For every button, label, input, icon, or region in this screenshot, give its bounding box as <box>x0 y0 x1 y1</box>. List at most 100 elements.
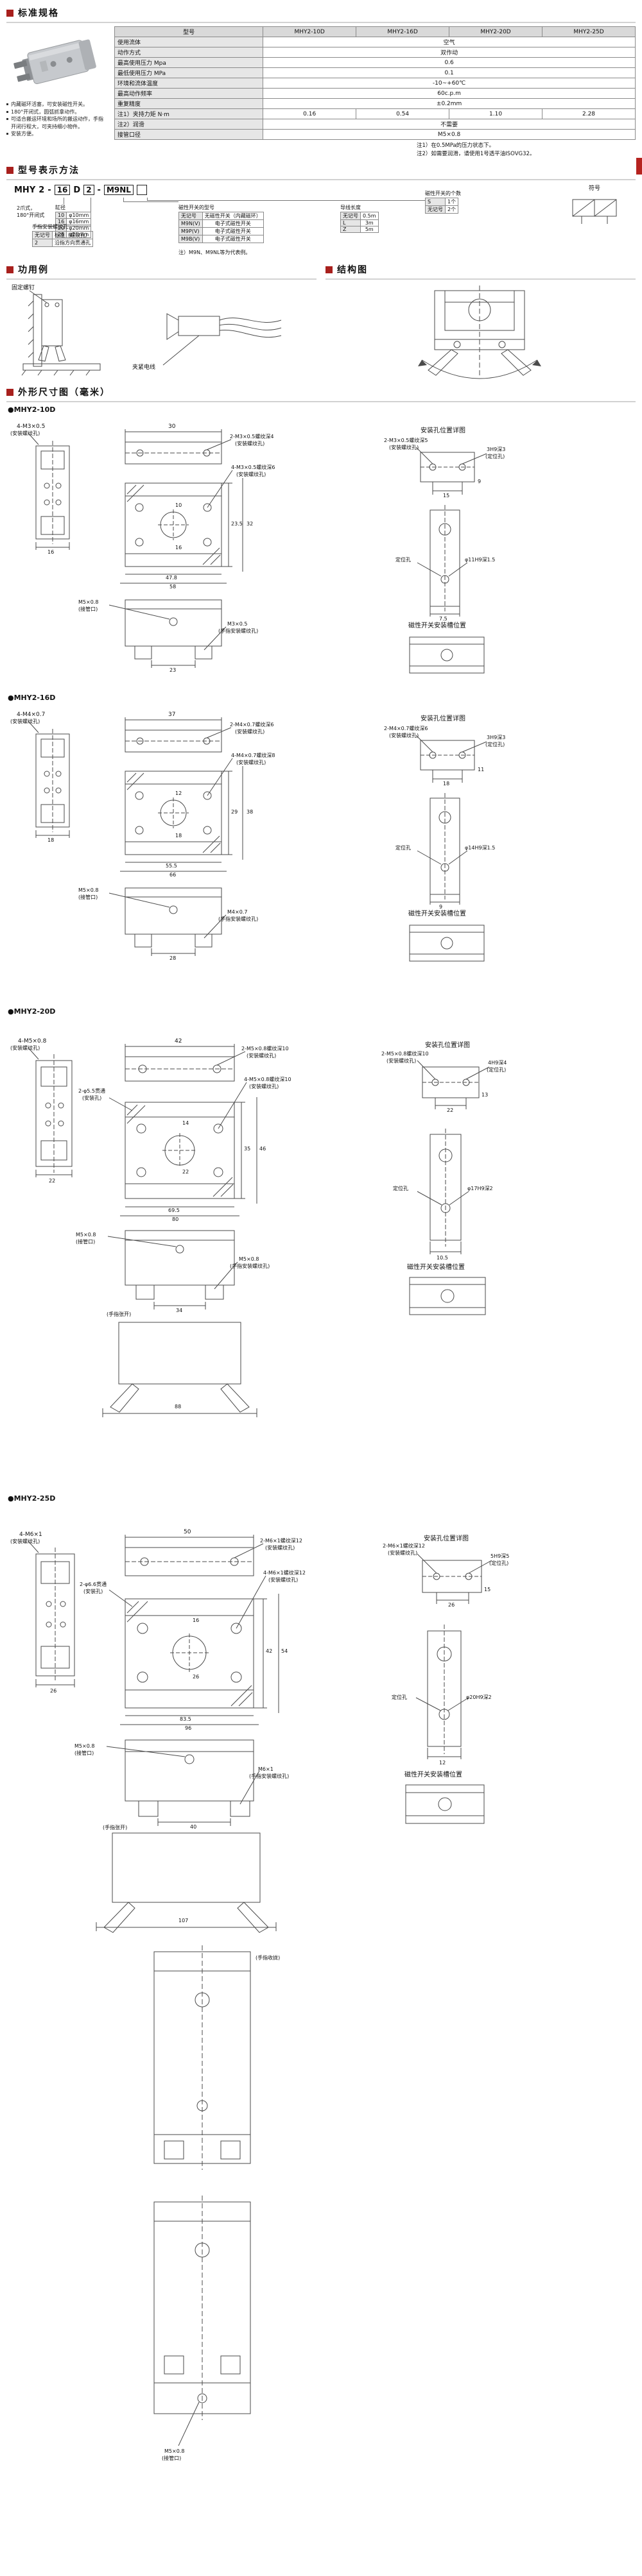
series-type-line-1: 2爪式， <box>17 205 36 212</box>
column-header: MHY2-10D <box>263 26 357 37</box>
dim-label: (安装螺纹孔) <box>235 729 265 735</box>
dim-label: 18 <box>443 781 450 787</box>
row-label: Z <box>340 226 361 234</box>
dim-label: (安装螺纹孔) <box>386 1058 417 1064</box>
code-finger-box: 2 <box>83 185 94 196</box>
dim-label: 28 <box>169 955 177 962</box>
cell: 沿指方向贯通孔 <box>52 239 93 248</box>
cell: φ10mm <box>66 212 92 219</box>
row-label: 最高动作频率 <box>114 88 264 99</box>
cell: 0.5m <box>360 212 379 221</box>
dim-label: 32 <box>247 521 254 527</box>
cell: 电子式磁性开关 <box>202 219 264 228</box>
dim-label: 26 <box>50 1688 57 1694</box>
dim-label: 22 <box>447 1107 454 1114</box>
bore-table-title: 缸径 <box>55 205 65 211</box>
dim-label: (安装螺纹孔) <box>10 1045 40 1052</box>
dim-model-title: ●MHY2-10D <box>8 405 56 414</box>
row-label: M9B(V) <box>178 235 203 244</box>
dim-label: (定位孔) <box>485 742 505 748</box>
section-dimensions: 外形尺寸图（毫米） ●MHY2-10D <box>6 384 636 2576</box>
row-label: 使用流体 <box>114 37 264 47</box>
dim-label: (手指安装螺纹孔) <box>230 1263 270 1270</box>
section-header-model: 型号表示方法 <box>6 162 636 181</box>
callout-line <box>123 201 178 203</box>
dim-label: (接管口) <box>162 2455 182 2462</box>
dim-label: 2-M3×0.5螺纹深5 <box>384 438 428 444</box>
dim-label: 2-φ6.6贯通 <box>80 1582 107 1588</box>
dimension-drawing-mhy2-10d <box>28 429 487 674</box>
section-specs: 标准规格 内藏 <box>6 5 636 158</box>
dim-block-mhy2-10d: ●MHY2-10D <box>6 405 636 691</box>
cell: 2.28 <box>542 108 636 119</box>
cell: 无磁性开关（内藏磁环） <box>202 212 264 221</box>
row-label: 2 <box>32 239 53 248</box>
row-label: S <box>425 198 446 207</box>
dim-label: 2-M4×0.7螺纹深6 <box>384 726 428 732</box>
spec-notes: 注1）在0.5MPa的压力状态下。 注2）如需要润滑，请使用1号透平油ISOVG… <box>417 142 636 158</box>
cell: 1.10 <box>449 108 543 119</box>
model-designation-area: MHY 2 - 16 D 2 - M9NL 2爪式， 180°开闭式 <box>6 183 636 258</box>
cell: 3m <box>360 219 379 227</box>
row-label: 无记号 <box>340 212 361 221</box>
cell: 双作动 <box>263 47 636 58</box>
pneumatic-symbol-drawing <box>572 199 617 225</box>
spec-note-1: 注1）在0.5MPa的压力状态下。 <box>416 142 495 149</box>
detail-title-switch-groove: 磁性开关安装槽位置 <box>408 622 466 630</box>
column-header: MHY2-16D <box>356 26 450 37</box>
section-bullet-icon <box>325 266 333 273</box>
code-dash: - <box>97 185 101 195</box>
dim-label: 69.5 <box>168 1207 180 1214</box>
cell: 电子式磁性开关 <box>202 235 264 244</box>
switch-table-title: 磁性开关的型号 <box>178 205 214 211</box>
dim-label: 10 <box>175 502 182 509</box>
dim-label: (安装螺纹孔) <box>389 445 419 451</box>
product-photo <box>13 39 96 85</box>
dim-label: M6×1 <box>258 1766 273 1773</box>
dim-label: (安装孔) <box>82 1095 102 1102</box>
dim-label: 29 <box>231 809 238 815</box>
dim-label: 107 <box>178 1918 189 1924</box>
structure-drawing <box>418 286 541 379</box>
dim-label: φ11H9深1.5 <box>465 557 496 563</box>
dim-label: (安装螺纹孔) <box>235 441 265 447</box>
symbol-title: 符号 <box>588 185 600 192</box>
dim-block-mhy2-16d: ●MHY2-16D <box>6 694 636 1005</box>
application-drawing-area: 固定螺钉 夹紧电线 <box>6 283 317 380</box>
dim-label: 4-M6×1螺纹深12 <box>263 1570 306 1576</box>
dim-label: 30 <box>168 423 176 431</box>
row-label: 注1）夹持力矩 N·m <box>114 108 264 119</box>
dim-label: 16 <box>48 549 55 556</box>
section-model-designation: 型号表示方法 MHY 2 - 16 D 2 - M9NL 2爪式， <box>6 162 636 258</box>
dim-label: 26 <box>193 1674 200 1680</box>
dim-label: (定位孔) <box>487 1067 507 1073</box>
dim-label: (安装孔) <box>83 1589 103 1595</box>
dim-model-title: ●MHY2-20D <box>8 1007 56 1016</box>
feature-item: 内藏磁环活塞，可安装磁性开关。 <box>6 101 108 108</box>
dim-label: 11 <box>478 767 485 773</box>
row-label: 动作方式 <box>114 47 264 58</box>
dim-label: (手指张开) <box>103 1825 128 1831</box>
code-prefix: MHY <box>14 185 36 195</box>
dim-label: 10.5 <box>437 1255 448 1261</box>
detail-title-mounting-holes: 安装孔位置详图 <box>421 427 465 435</box>
dim-label: 16 <box>193 1617 200 1624</box>
cell: -10~+60℃ <box>263 78 636 89</box>
row-label: M9N(V) <box>178 219 203 228</box>
dim-label: 2-M4×0.7螺纹深6 <box>230 722 274 728</box>
dim-label: 12 <box>175 790 182 797</box>
finger-table-title: 手指安装螺纹孔 <box>32 224 68 230</box>
dim-label: (安装螺纹孔) <box>236 472 266 478</box>
section-title-structure: 结构图 <box>337 265 368 276</box>
section-bullet-icon <box>6 266 13 273</box>
